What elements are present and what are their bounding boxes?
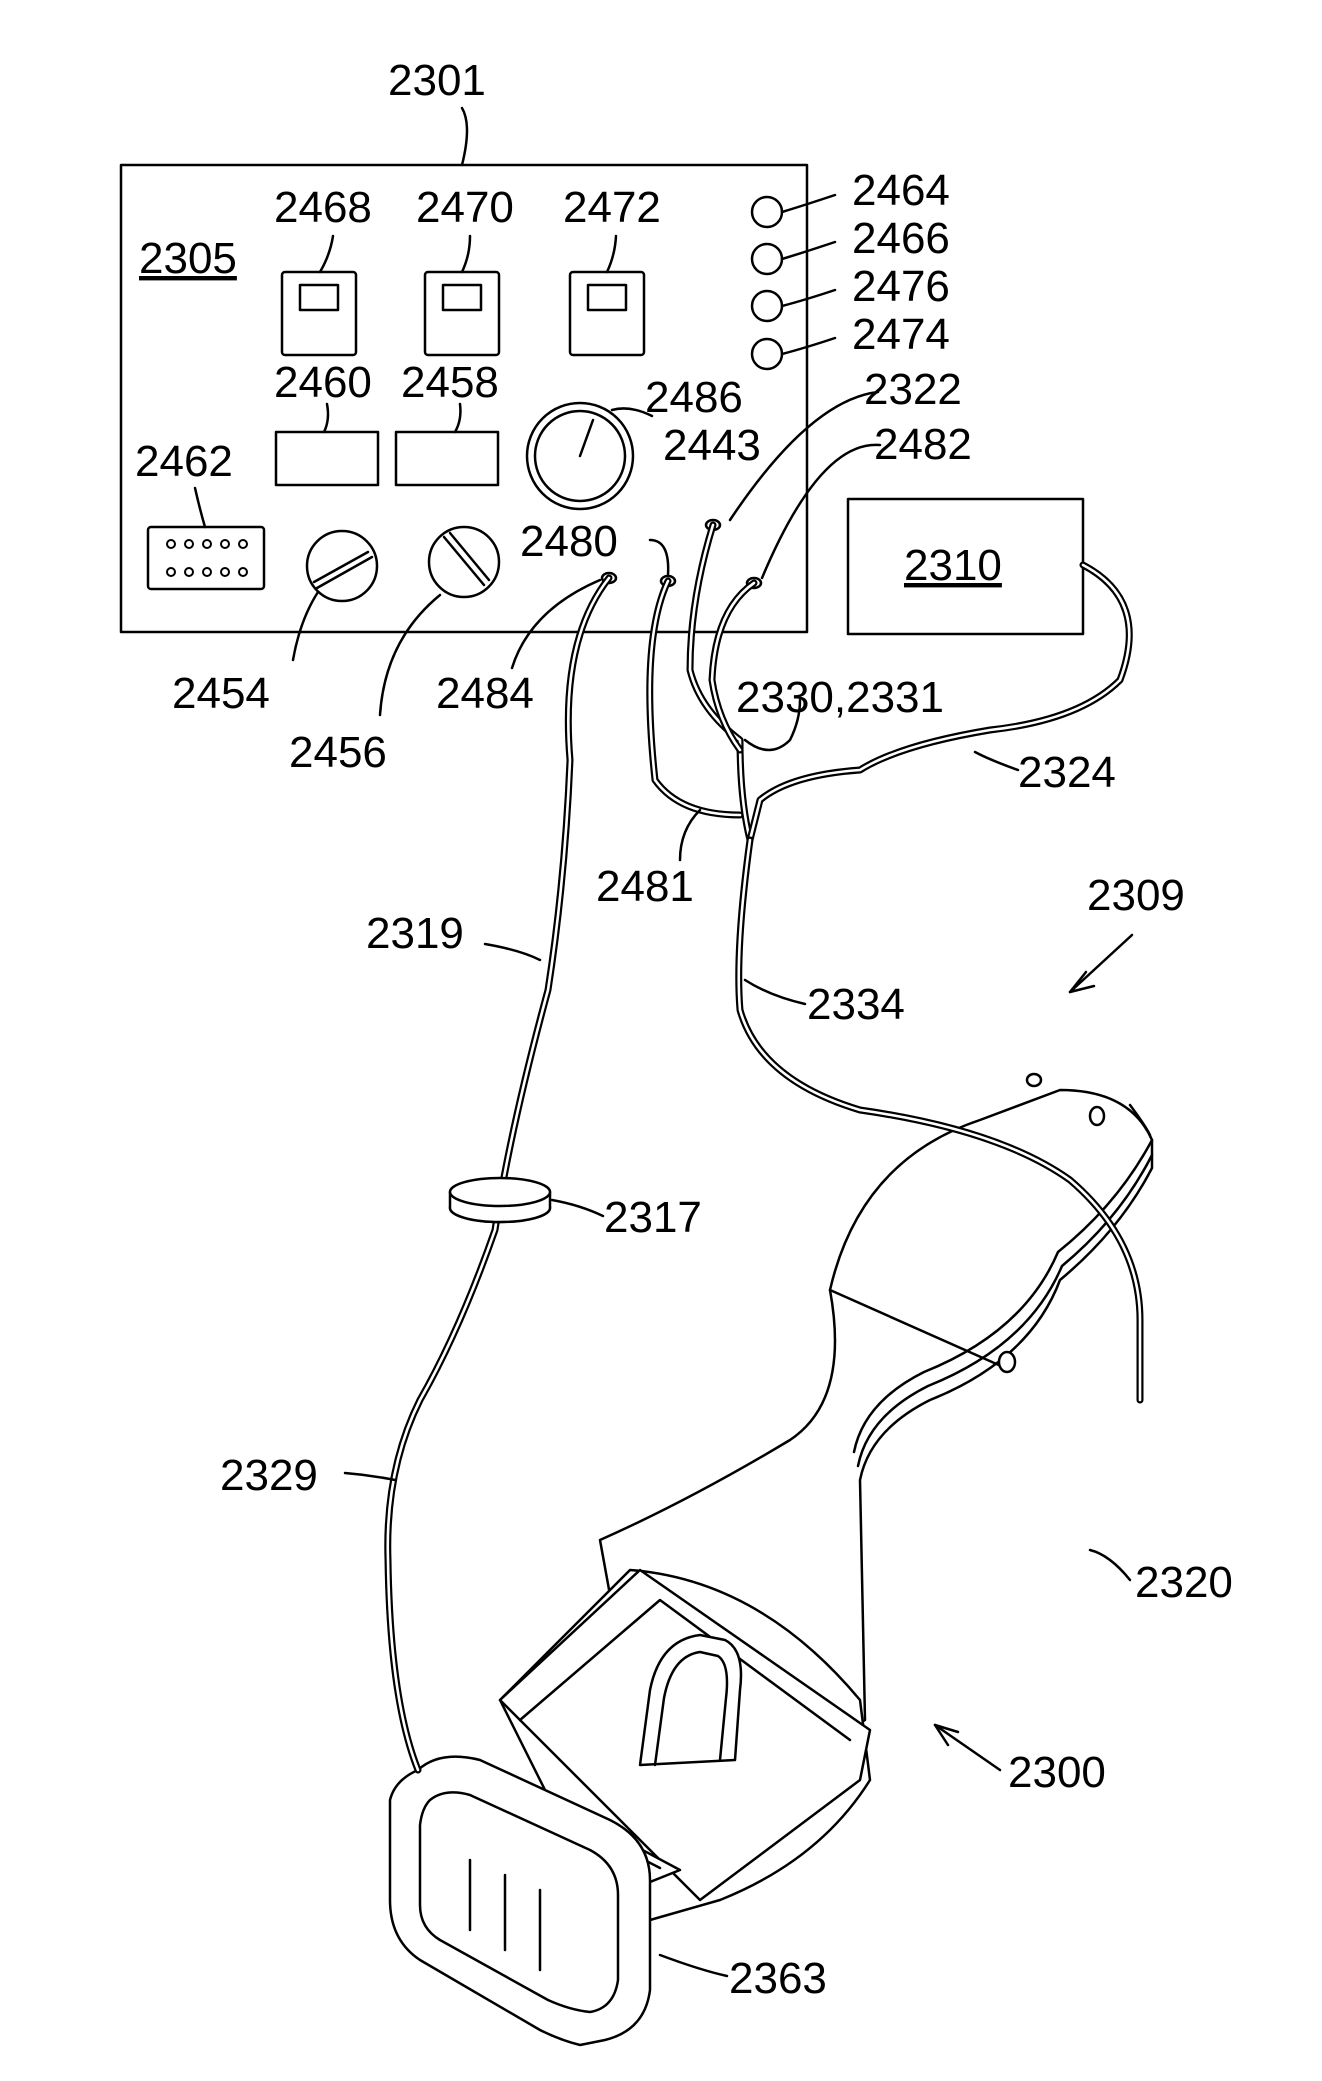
label-cable-2329: 2329: [220, 1451, 318, 1500]
indicator-2474: [752, 339, 782, 369]
knob-2456: [429, 527, 499, 597]
label-cable-2324: 2324: [1018, 748, 1116, 797]
label-indicator-4: 2474: [852, 310, 950, 359]
label-indicator-3: 2476: [852, 262, 950, 311]
connector-block-2462: [148, 527, 264, 589]
label-indicator-1: 2464: [852, 166, 950, 215]
label-cable-2484: 2484: [436, 669, 534, 718]
label-port-2322: 2322: [864, 365, 962, 414]
label-port-2482: 2482: [874, 420, 972, 469]
button-2460: [276, 432, 378, 485]
display-2470: [425, 272, 499, 355]
label-handpiece-body: 2320: [1135, 1558, 1233, 1607]
label-tip: 2363: [729, 1954, 827, 2003]
label-port-2480: 2480: [520, 517, 618, 566]
label-gauge: 2486: [645, 373, 743, 422]
label-button-left: 2460: [274, 358, 372, 407]
label-remote-unit: 2310: [904, 541, 1002, 590]
label-port-2443: 2443: [663, 421, 761, 470]
label-knob-left: 2454: [172, 669, 270, 718]
display-2472: [570, 272, 644, 355]
gauge-2486: [527, 403, 633, 509]
label-cable-2481: 2481: [596, 862, 694, 911]
indicator-2464: [752, 197, 782, 227]
label-cable-2319: 2319: [366, 909, 464, 958]
label-display-left: 2468: [274, 183, 372, 232]
label-device: 2300: [1008, 1748, 1106, 1797]
label-button-right: 2458: [401, 358, 499, 407]
label-console: 2301: [388, 56, 486, 105]
display-2468: [282, 272, 356, 355]
label-connector-block: 2462: [135, 437, 233, 486]
label-display-center: 2470: [416, 183, 514, 232]
inline-component-2317: [450, 1178, 550, 1222]
knob-2454: [307, 531, 377, 601]
label-inline-component: 2317: [604, 1193, 702, 1242]
label-indicator-2: 2466: [852, 214, 950, 263]
indicator-2476: [752, 291, 782, 321]
label-console-panel: 2305: [139, 234, 237, 283]
label-knob-right: 2456: [289, 728, 387, 777]
label-cable-2334: 2334: [807, 980, 905, 1029]
button-2458: [396, 432, 498, 485]
label-display-right: 2472: [563, 183, 661, 232]
label-cable-bundle: 2330,2331: [736, 673, 944, 722]
label-system: 2309: [1087, 871, 1185, 920]
indicator-2466: [752, 244, 782, 274]
